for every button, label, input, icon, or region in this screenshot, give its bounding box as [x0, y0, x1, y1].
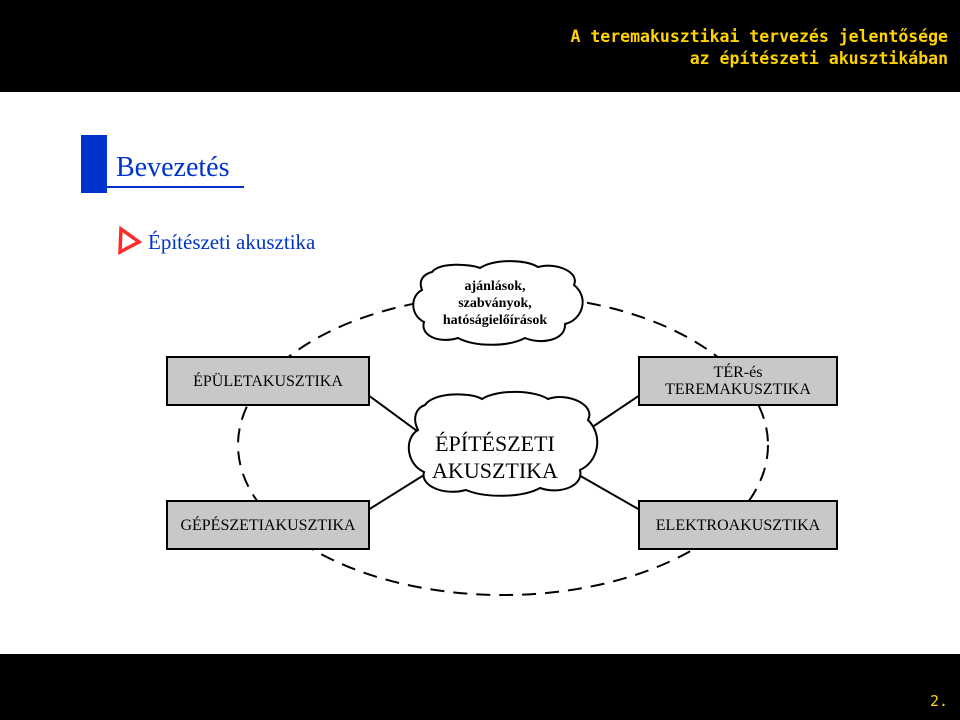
box-epuletakusztika: ÉPÜLETAKUSZTIKA: [166, 356, 370, 406]
title-line-1: A teremakusztikai tervezés jelentősége: [570, 27, 949, 46]
box-elektroakusztika: ELEKTROAKUSZTIKA: [638, 500, 838, 550]
section-marker: [81, 135, 107, 193]
box-teremakusztika: TÉR-és TEREMAKUSZTIKA: [638, 356, 838, 406]
footer-bar: 2.: [0, 654, 960, 720]
connector-bottom-left: [367, 469, 433, 511]
box-gepeszetiakusztika-label: GÉPÉSZETIAKUSZTIKA: [180, 516, 356, 534]
top-cloud-text: ajánlások, szabványok, hatóságielőírások: [442, 279, 548, 328]
page-number: 2.: [929, 692, 948, 710]
triangle-outline-icon: [118, 226, 142, 255]
top-cloud-shape: [412, 260, 584, 346]
presentation-title: A teremakusztikai tervezés jelentősége a…: [571, 26, 949, 70]
box-epuletakusztika-label: ÉPÜLETAKUSZTIKA: [193, 372, 343, 390]
center-cloud-shape: [408, 390, 599, 497]
section-title: Bevezetés: [116, 152, 230, 183]
center-cloud-text: ÉPÍTÉSZETI AKUSZTIKA: [432, 431, 558, 483]
title-line-2: az építészeti akusztikában: [689, 49, 948, 68]
box-gepeszetiakusztika: GÉPÉSZETIAKUSZTIKA: [166, 500, 370, 550]
header-bar: A teremakusztikai tervezés jelentősége a…: [0, 0, 960, 92]
connector-bottom-right: [569, 469, 641, 511]
box-elektroakusztika-label: ELEKTROAKUSZTIKA: [655, 516, 821, 534]
section-underline: [88, 186, 244, 188]
box-teremakusztika-label: TÉR-és TEREMAKUSZTIKA: [665, 364, 811, 398]
bullet-text: Építészeti akusztika: [148, 230, 316, 254]
